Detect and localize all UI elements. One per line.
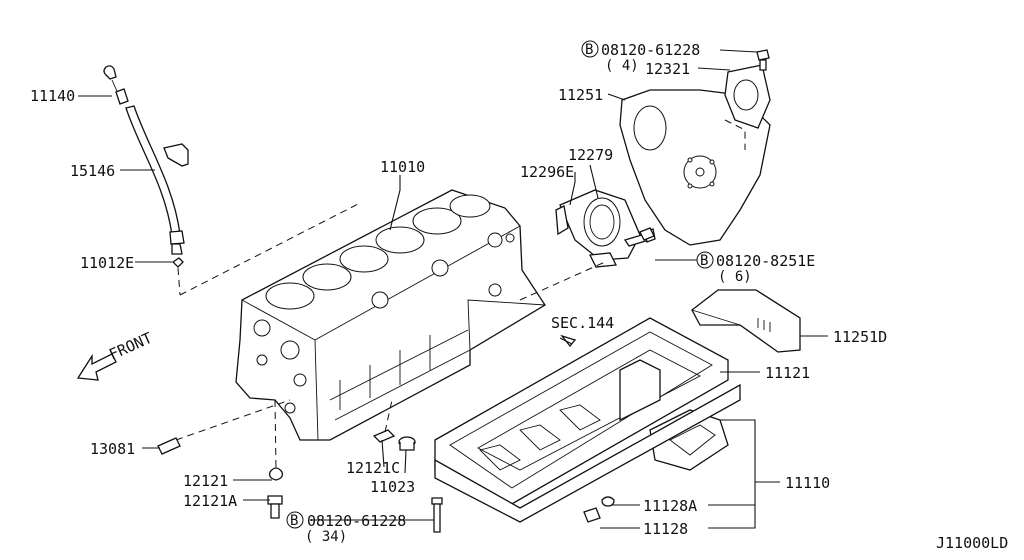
bolt-label-bottom: B 08120-61228 ( 34)	[286, 511, 406, 545]
label-11128a: 11128A	[643, 497, 697, 515]
bolt-qty-bottom: ( 34)	[305, 529, 347, 545]
bolt-marker-mid: B	[700, 253, 708, 269]
label-11012e: 11012E	[80, 254, 134, 272]
bolt-number-mid: 08120-8251E	[716, 252, 815, 270]
diagram-id: J11000LD	[936, 534, 1008, 552]
oil-pan-baffle	[691, 289, 801, 353]
label-11251: 11251	[558, 86, 603, 104]
rear-oil-seal-retainer	[519, 189, 656, 301]
bolt-number-bottom: 08120-61228	[307, 512, 406, 530]
cylinder-block	[235, 189, 546, 441]
rear-plate	[619, 49, 771, 246]
label-11110: 11110	[785, 474, 830, 492]
bolt-label-mid: B 08120-8251E ( 6)	[696, 251, 815, 285]
oil-pan	[434, 317, 741, 523]
label-11251d: 11251D	[833, 328, 887, 346]
label-11140: 11140	[30, 87, 75, 105]
label-15146: 15146	[70, 162, 115, 180]
bolt-marker-bottom: B	[290, 513, 298, 529]
label-13081: 13081	[90, 440, 135, 458]
label-11128: 11128	[643, 520, 688, 538]
bolt-number-top: 08120-61228	[601, 41, 700, 59]
label-11010: 11010	[380, 158, 425, 176]
sec-label: SEC.144	[551, 314, 614, 332]
leader-lines	[78, 49, 828, 529]
front-label: FRONT	[106, 329, 155, 364]
bolt-label-top: B 08120-61228 ( 4)	[581, 40, 700, 74]
small-parts	[157, 399, 416, 519]
label-11023: 11023	[370, 478, 415, 496]
label-12296e: 12296E	[520, 163, 574, 181]
bolt-marker-top: B	[585, 42, 593, 58]
label-12121c: 12121C	[346, 459, 400, 477]
bolt-qty-top: ( 4)	[605, 58, 639, 74]
label-11121: 11121	[765, 364, 810, 382]
bolt-qty-mid: ( 6)	[718, 269, 752, 285]
label-12121: 12121	[183, 472, 228, 490]
label-12279: 12279	[568, 146, 613, 164]
label-12321: 12321	[645, 60, 690, 78]
bolts	[431, 227, 655, 533]
part-labels: 11140 15146 11012E 11010 13081 12121 121…	[30, 60, 887, 538]
label-12121a: 12121A	[183, 492, 237, 510]
section-reference: SEC.144	[551, 314, 614, 348]
front-direction-arrow: FRONT	[76, 329, 155, 381]
